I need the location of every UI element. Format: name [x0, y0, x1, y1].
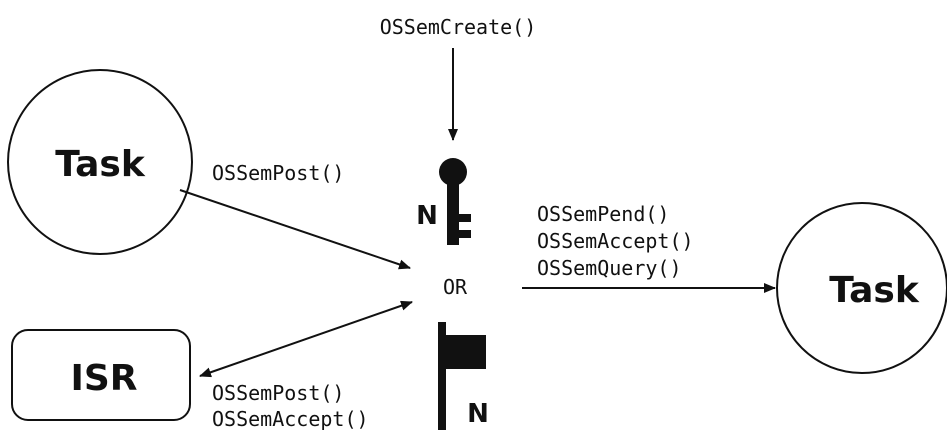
post-call-label: OSSemPost()	[212, 161, 344, 185]
post-arrow	[179, 189, 411, 270]
isr-node: ISR	[11, 329, 191, 421]
task-right-node: Task	[776, 202, 947, 374]
isr-arrow	[199, 300, 413, 378]
task-call-accept: OSSemAccept()	[537, 229, 694, 253]
task-left-label: Task	[55, 144, 146, 185]
isr-label: ISR	[70, 358, 137, 399]
task-call-query: OSSemQuery()	[537, 256, 682, 280]
create-call-label: OSSemCreate()	[380, 15, 537, 39]
task-right-label: Task	[829, 270, 920, 311]
flag-count-label: N	[467, 399, 489, 429]
task-left-node: Task	[7, 69, 193, 255]
flag-icon	[438, 322, 486, 430]
key-count-label: N	[416, 201, 438, 231]
key-icon	[439, 158, 471, 245]
or-label: OR	[443, 275, 468, 299]
isr-call-post: OSSemPost()	[212, 381, 344, 405]
task-call-pend: OSSemPend()	[537, 202, 669, 226]
isr-call-accept: OSSemAccept()	[212, 407, 369, 430]
